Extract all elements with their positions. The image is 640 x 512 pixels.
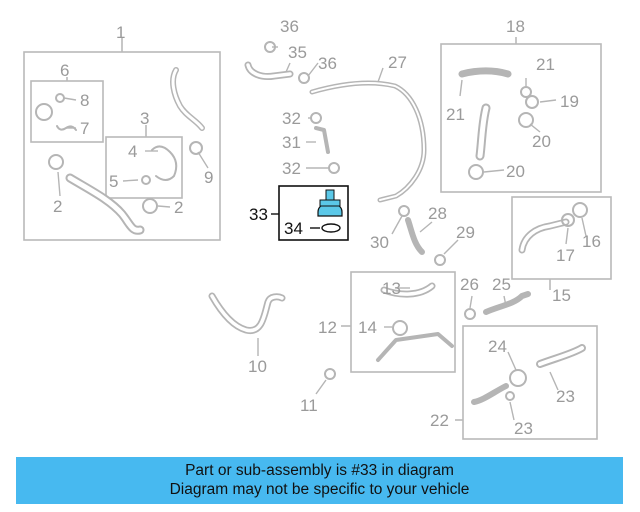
callout-4: 4 <box>128 142 137 161</box>
callout-14: 14 <box>358 318 377 337</box>
callout-19: 19 <box>560 92 579 111</box>
info-banner: Part or sub-assembly is #33 in diagram D… <box>16 457 623 504</box>
callout-2b: 2 <box>174 198 183 217</box>
callout-23b: 23 <box>514 419 533 438</box>
part-33-drain-plug <box>317 189 343 217</box>
callout-6: 6 <box>60 61 69 80</box>
callout-11: 11 <box>300 396 318 415</box>
callout-26: 26 <box>460 275 479 294</box>
callout-22: 22 <box>430 411 449 430</box>
callout-24: 24 <box>488 337 507 356</box>
group-box-22 <box>462 325 598 440</box>
group-box-6 <box>30 80 104 143</box>
callout-18: 18 <box>506 17 525 36</box>
callout-28: 28 <box>428 204 447 223</box>
group-box-15 <box>511 196 612 280</box>
banner-line-2: Diagram may not be specific to your vehi… <box>169 481 470 498</box>
callout-36a: 36 <box>280 17 299 36</box>
callout-20a: 20 <box>532 132 551 151</box>
callout-2a: 2 <box>53 197 62 216</box>
callout-10: 10 <box>248 357 267 376</box>
callout-20b: 20 <box>506 162 525 181</box>
callout-36b: 36 <box>318 54 337 73</box>
banner-line-1: Part or sub-assembly is #33 in diagram <box>185 462 454 479</box>
callout-7: 7 <box>80 119 89 138</box>
group-box-12 <box>350 271 456 373</box>
callout-5: 5 <box>109 172 118 191</box>
callout-21b: 21 <box>446 105 465 124</box>
callout-15: 15 <box>552 286 571 305</box>
callout-32a: 32 <box>282 109 301 128</box>
callout-32b: 32 <box>282 159 301 178</box>
callout-9: 9 <box>204 168 213 187</box>
callout-21a: 21 <box>536 55 555 74</box>
callout-8: 8 <box>80 91 89 110</box>
callout-17: 17 <box>556 246 575 265</box>
callout-25: 25 <box>492 275 511 294</box>
callout-12: 12 <box>318 318 337 337</box>
callout-33: 33 <box>249 205 268 224</box>
callout-29: 29 <box>456 223 475 242</box>
callout-31: 31 <box>282 133 301 152</box>
group-box-18 <box>440 43 602 193</box>
callout-3: 3 <box>140 109 149 128</box>
pipe-part-27 <box>309 80 427 203</box>
parts-diagram: 1 6 8 7 3 4 5 9 2 2 36 35 36 27 32 31 32… <box>23 17 612 440</box>
callout-1: 1 <box>116 23 125 42</box>
callout-13: 13 <box>382 279 401 298</box>
group-box-3 <box>105 136 183 199</box>
callout-27: 27 <box>388 53 407 72</box>
callout-34: 34 <box>284 219 303 238</box>
callout-23a: 23 <box>556 387 575 406</box>
highlight-box-33 <box>278 185 349 241</box>
part-34-o-ring <box>321 223 341 233</box>
callout-35: 35 <box>288 43 307 62</box>
callout-16: 16 <box>582 232 601 251</box>
callout-30: 30 <box>370 233 389 252</box>
